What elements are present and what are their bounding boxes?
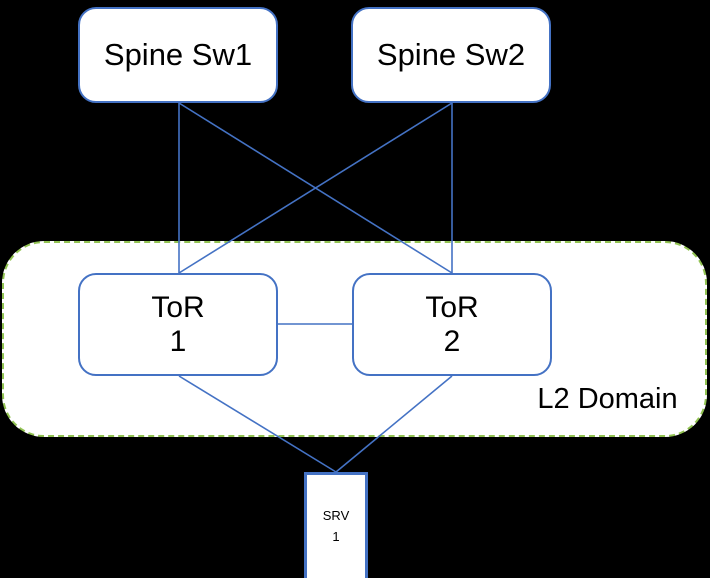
node-tor-1-index: 1 [169, 324, 187, 358]
node-tor-2-index: 2 [443, 324, 461, 358]
node-tor-1[interactable]: ToR 1 [78, 273, 278, 376]
node-tor-2-label: ToR [425, 290, 479, 324]
link-tor2-srv1 [335, 375, 453, 473]
link-tor1-srv1 [178, 375, 337, 473]
node-tor-2[interactable]: ToR 2 [352, 273, 552, 376]
node-tor-1-label: ToR [151, 290, 205, 324]
link-spine2-tor1 [178, 102, 453, 274]
node-srv-1-label: SRV [322, 508, 350, 524]
node-spine-sw2-label: Spine Sw2 [376, 36, 526, 72]
node-spine-sw1[interactable]: Spine Sw1 [78, 7, 278, 103]
node-srv-1-index: 1 [332, 529, 340, 544]
node-spine-sw2[interactable]: Spine Sw2 [351, 7, 551, 103]
node-srv-1[interactable]: SRV 1 [304, 472, 368, 578]
node-spine-sw1-label: Spine Sw1 [103, 36, 253, 72]
l2-domain-label: L2 Domain [537, 383, 678, 415]
